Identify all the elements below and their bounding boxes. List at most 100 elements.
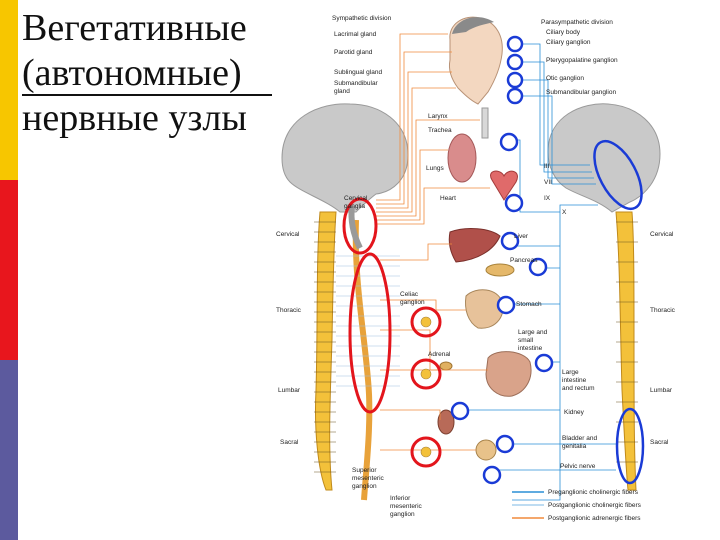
label-parotid-gland: Parotid gland <box>334 49 373 56</box>
accent-strip-red <box>0 180 18 360</box>
label-trachea: Trachea <box>428 127 452 134</box>
label-cervical-left: Cervical <box>276 231 300 238</box>
label-heart: Heart <box>440 195 456 202</box>
head-hair <box>452 17 494 34</box>
trachea-organ <box>481 107 489 139</box>
title-underline <box>22 94 272 96</box>
label-nerve-ix: IX <box>544 195 551 202</box>
label-superior-mesenteric-1: Superior <box>352 467 377 474</box>
red-marker-cervical <box>342 197 378 255</box>
label-bladder-2: genitalia <box>562 443 587 450</box>
label-submandibular-ganglion: Submandibular ganglion <box>546 89 616 96</box>
blue-marker-sacral <box>615 407 645 485</box>
right-vertebrae <box>616 221 638 463</box>
left-spinal-cord <box>314 211 337 491</box>
heart-organ <box>490 170 518 201</box>
legend-label-postganglionic-cholinergic: Postganglionic cholinergic fibers <box>548 502 642 509</box>
label-large-rectum-1: Large <box>562 369 579 376</box>
right-brain <box>547 103 661 213</box>
parasympathetic-fibers <box>460 43 616 501</box>
title-line-1: Вегетативные <box>22 7 247 49</box>
right-spinal-cord <box>615 211 637 491</box>
intestine-organ <box>485 351 532 397</box>
red-marker-chain <box>348 252 392 414</box>
label-cervical-ganglia-1: Cervical <box>344 195 368 202</box>
label-sublingual-gland: Sublingual gland <box>334 69 382 76</box>
label-thoracic-right: Thoracic <box>650 307 676 314</box>
label-pancreas: Pancreas <box>510 257 538 264</box>
label-lacrimal-gland: Lacrimal gland <box>334 31 377 38</box>
blue-marker-genitalia <box>482 465 502 485</box>
red-marker-superior-mesenteric <box>410 358 442 390</box>
blue-marker-lungs <box>499 132 519 152</box>
label-pelvic-nerve: Pelvic nerve <box>560 463 596 470</box>
blue-marker-kidney <box>450 401 470 421</box>
label-lumbar-right: Lumbar <box>650 387 673 394</box>
label-superior-mesenteric-2: mesenteric <box>352 475 385 482</box>
red-marker-inferior-mesenteric <box>410 436 442 468</box>
label-bladder-1: Bladder and <box>562 435 597 442</box>
liver-organ <box>448 228 501 263</box>
label-large-small-1: Large and <box>518 329 548 336</box>
label-lungs: Lungs <box>426 165 444 172</box>
accent-strip-purple <box>0 360 18 540</box>
label-liver: Liver <box>514 233 529 240</box>
kidney-organ <box>437 409 455 435</box>
label-kidney: Kidney <box>564 409 585 416</box>
label-ciliary-ganglion: Ciliary ganglion <box>546 39 591 46</box>
slide-title: Вегетативные (автономные) нервные узлы <box>22 6 282 141</box>
label-adrenal: Adrenal <box>428 351 451 358</box>
label-large-rectum-2: intestine <box>562 377 587 384</box>
blue-markers <box>450 35 645 485</box>
legend: Preganglionic cholinergic fibers Postgan… <box>512 489 642 522</box>
label-large-rectum-3: and rectum <box>562 385 595 392</box>
legend-label-preganglionic: Preganglionic cholinergic fibers <box>548 489 639 496</box>
red-markers <box>342 197 442 468</box>
blue-marker-heart <box>504 193 524 213</box>
lungs-organ <box>447 133 477 183</box>
pancreas-organ <box>485 263 515 277</box>
label-nerve-vii: VII <box>544 179 552 186</box>
sympathetic-chain <box>352 219 373 501</box>
label-stomach: Stomach <box>516 301 542 308</box>
label-superior-mesenteric-3: ganglion <box>352 483 377 490</box>
label-nerve-iii: III <box>544 163 550 170</box>
label-inferior-mesenteric-3: ganglion <box>390 511 415 518</box>
blue-marker-bladder <box>495 434 515 454</box>
title-line-2: (автономные) <box>22 52 242 94</box>
blue-marker-pterygopalatine <box>506 53 524 71</box>
label-celiac-1: Celiac <box>400 291 419 298</box>
accent-strip-yellow <box>0 0 18 180</box>
blue-marker-pancreas <box>528 257 548 277</box>
label-nerve-x: X <box>562 209 567 216</box>
blue-marker-brainstem <box>593 140 643 210</box>
label-lumbar-left: Lumbar <box>278 387 301 394</box>
label-cervical-right: Cervical <box>650 231 674 238</box>
stomach-organ <box>465 289 504 329</box>
label-thoracic-left: Thoracic <box>276 307 302 314</box>
blue-marker-liver <box>500 231 520 251</box>
blue-marker-submandibular <box>506 87 524 105</box>
label-large-small-2: small <box>518 337 534 344</box>
label-inferior-mesenteric-1: Inferior <box>390 495 411 502</box>
label-larynx: Larynx <box>428 113 448 120</box>
label-submandibular-2: gland <box>334 88 350 95</box>
red-marker-celiac <box>410 306 442 338</box>
header-parasympathetic: Parasympathetic division <box>541 19 613 26</box>
label-sacral-left: Sacral <box>280 439 299 446</box>
label-celiac-2: ganglion <box>400 299 425 306</box>
label-pterygopalatine: Pterygopalatine ganglion <box>546 57 618 64</box>
blue-marker-otic <box>506 71 524 89</box>
left-vertebrae <box>314 221 336 473</box>
sympathetic-fibers <box>376 33 490 451</box>
title-line-3: нервные узлы <box>22 97 247 139</box>
label-large-small-3: intestine <box>518 345 543 352</box>
blue-marker-ciliary <box>506 35 524 53</box>
ganglion-dots <box>420 316 432 458</box>
adrenal-organ <box>439 361 453 371</box>
label-submandibular-1: Submandibular <box>334 80 379 87</box>
label-sacral-right: Sacral <box>650 439 669 446</box>
left-brain <box>281 103 409 213</box>
sympathetic-chain-upper <box>348 205 363 250</box>
